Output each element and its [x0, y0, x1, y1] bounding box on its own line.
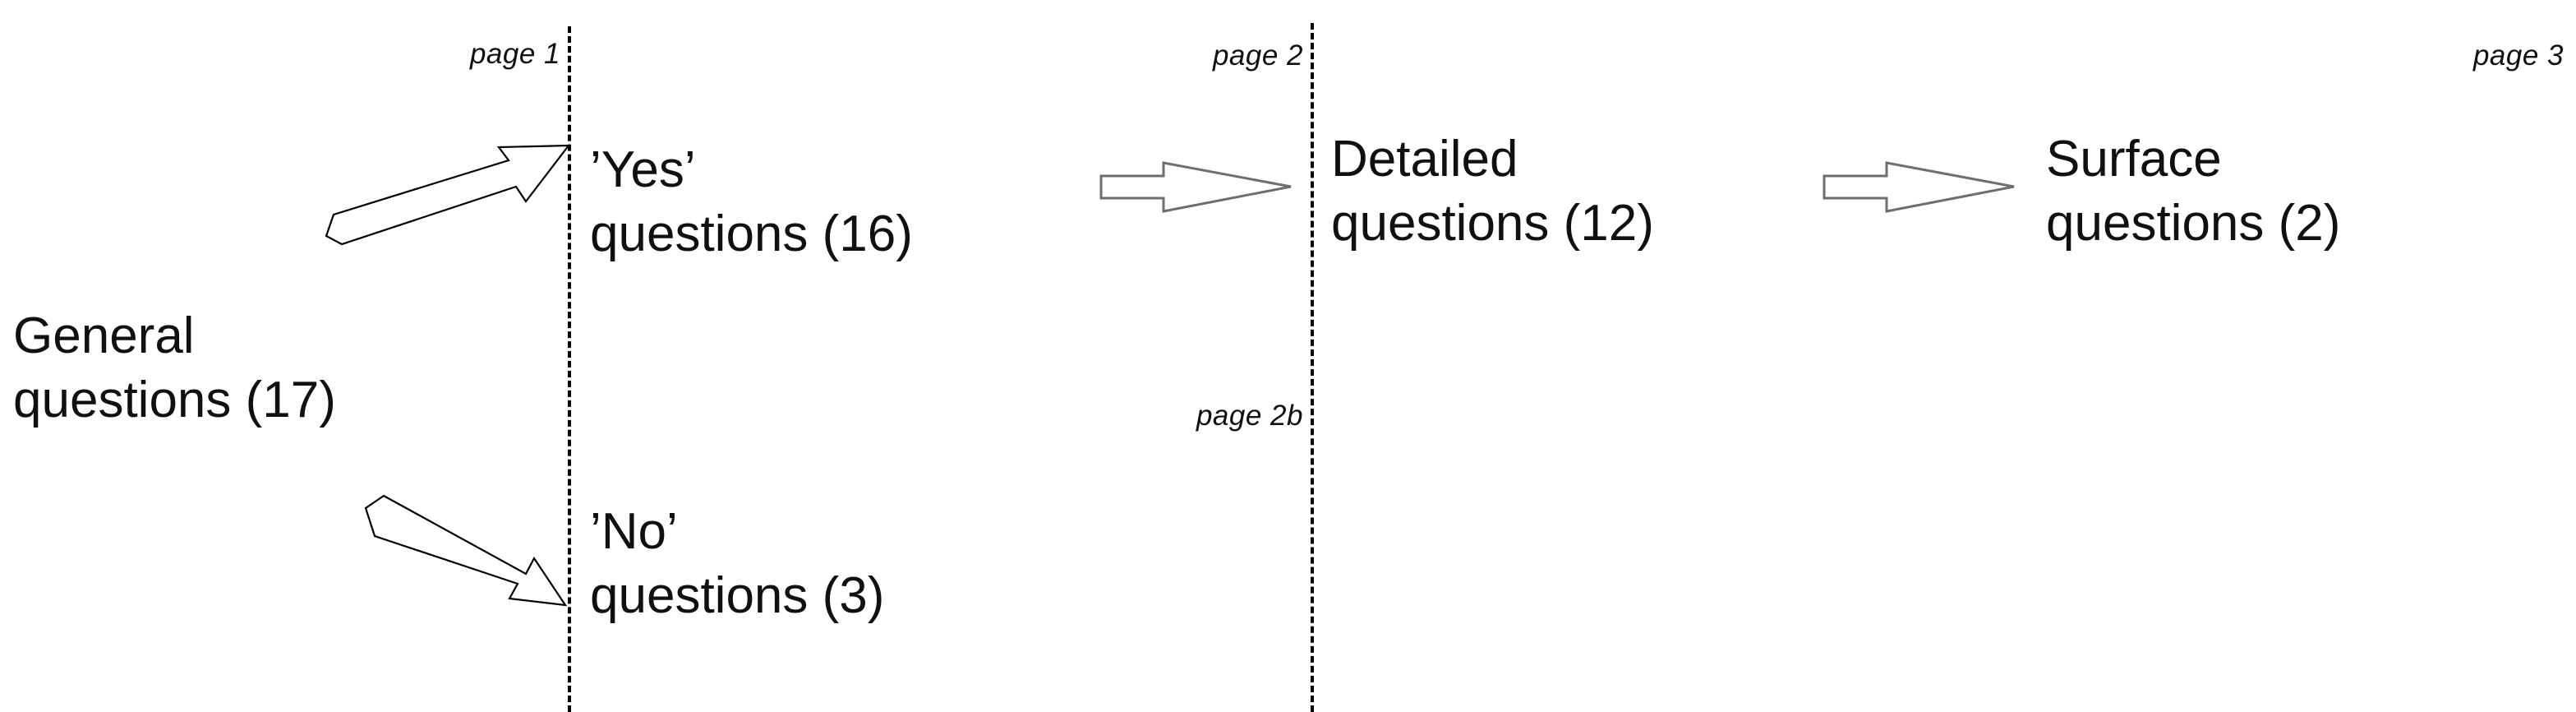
- arrow-up-right-icon: [325, 144, 571, 246]
- node-surface-line-2: questions (2): [2046, 195, 2341, 252]
- node-general-questions: General questions (17): [13, 304, 336, 432]
- node-detailed-line-1: Detailed: [1331, 131, 1518, 187]
- node-no-line-1: ’No’: [590, 503, 678, 560]
- page-divider-1: [568, 26, 571, 712]
- block-arrow-right-icon: [1099, 161, 1292, 213]
- node-surface-line-1: Surface: [2046, 131, 2222, 187]
- page-label-page-2: page 2: [1212, 39, 1303, 72]
- node-general-line-1: General: [13, 307, 195, 364]
- page-label-page-1: page 1: [469, 38, 560, 70]
- page-label-page-3: page 3: [2472, 39, 2564, 72]
- node-no-line-2: questions (3): [590, 567, 885, 624]
- node-yes-line-2: questions (16): [590, 206, 913, 262]
- block-arrow-right-icon: [1823, 161, 2015, 213]
- node-general-line-2: questions (17): [13, 372, 336, 428]
- page-divider-2: [1311, 23, 1314, 712]
- arrow-down-right-icon: [364, 494, 568, 607]
- node-no-questions: ’No’ questions (3): [590, 500, 884, 628]
- node-yes-line-1: ’Yes’: [590, 141, 696, 198]
- node-detailed-line-2: questions (12): [1331, 195, 1654, 252]
- page-label-page-2b: page 2b: [1196, 400, 1303, 432]
- node-detailed-questions: Detailed questions (12): [1331, 127, 1654, 256]
- node-surface-questions: Surface questions (2): [2046, 127, 2340, 256]
- node-yes-questions: ’Yes’ questions (16): [590, 138, 913, 266]
